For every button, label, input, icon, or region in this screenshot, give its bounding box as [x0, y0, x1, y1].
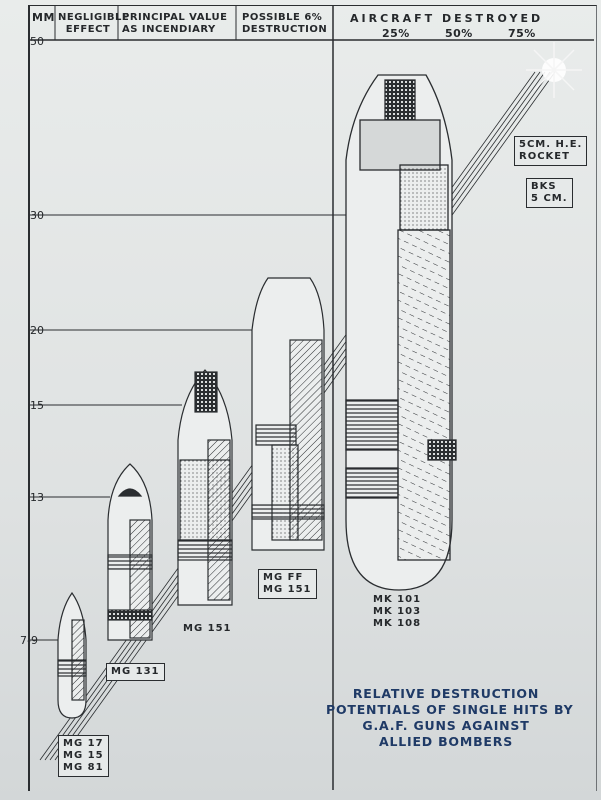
axis-label-13: 13 [30, 491, 44, 504]
header-possible-line-2: DESTRUCTION [242, 24, 328, 35]
axis-label-50: 50 [30, 35, 44, 48]
header-possible-line-1: POSSIBLE 6% [242, 12, 323, 23]
label-bks: BKS 5 CM. [526, 178, 573, 208]
label-rocket-line-2: ROCKET [519, 151, 570, 162]
label-bks-line-2: 5 CM. [531, 193, 568, 204]
label-rocket-line-1: 5CM. H.E. [519, 139, 583, 150]
shell-mg131 [107, 463, 153, 641]
label-mk-line-3: MK 108 [373, 618, 422, 629]
chart-frame [28, 5, 597, 791]
label-rocket: 5CM. H.E. ROCKET [514, 136, 588, 166]
label-mgff-line-2: MG 151 [263, 584, 312, 595]
diagram-title: RELATIVE DESTRUCTION POTENTIALS OF SINGL… [326, 686, 574, 750]
title-line-3: G.A.F. GUNS AGAINST [362, 718, 530, 733]
label-mgff-line-1: MG FF [263, 572, 304, 583]
label-mg17-line-2: MG 15 [63, 750, 104, 761]
label-mg17-line-1: MG 17 [63, 738, 104, 749]
label-mg17-line-3: MG 81 [63, 762, 104, 773]
label-mk: MK 101 MK 103 MK 108 [373, 594, 421, 630]
shell-mg17 [57, 591, 87, 719]
header-aircraft-destroyed: AIRCRAFT DESTROYED [350, 12, 544, 25]
label-bks-line-1: BKS [531, 181, 557, 192]
header-principal-line-1: PRINCIPAL VALUE [122, 12, 228, 23]
label-mk-line-1: MK 101 [373, 594, 422, 605]
header-possible-destruction: POSSIBLE 6% DESTRUCTION [242, 12, 327, 36]
title-line-4: ALLIED BOMBERS [378, 734, 513, 749]
header-principal-value: PRINCIPAL VALUE AS INCENDIARY [122, 12, 227, 36]
axis-label-7-9: 7-9 [20, 634, 38, 647]
header-pct-25: 25% [382, 27, 410, 40]
label-mg131: MG 131 [106, 663, 165, 681]
shell-mgff [251, 277, 325, 551]
label-mk-line-2: MK 103 [373, 606, 422, 617]
impact-starburst-icon [526, 42, 582, 98]
title-line-1: RELATIVE DESTRUCTION [352, 686, 540, 701]
title-line-2: POTENTIALS OF SINGLE HITS BY [326, 702, 574, 717]
header-negligible-line-1: NEGLIGIBLE [58, 12, 130, 23]
axis-label-20: 20 [30, 324, 44, 337]
shell-mg151 [177, 369, 233, 606]
header-mm: MM [32, 11, 55, 24]
label-mg131-line-1: MG 131 [111, 666, 160, 677]
header-negligible-line-2: EFFECT [65, 24, 111, 35]
label-mg151-line-1: MG 151 [183, 623, 232, 634]
axis-label-15: 15 [30, 399, 44, 412]
header-negligible-effect: NEGLIGIBLE EFFECT [58, 12, 130, 36]
header-pct-50: 50% [445, 27, 473, 40]
label-mgff: MG FF MG 151 [258, 569, 317, 599]
header-pct-75: 75% [508, 27, 536, 40]
header-principal-line-2: AS INCENDIARY [122, 24, 216, 35]
label-mg151: MG 151 [183, 623, 232, 635]
axis-label-30: 30 [30, 209, 44, 222]
shell-mk [345, 74, 457, 591]
label-mg17: MG 17 MG 15 MG 81 [58, 735, 109, 777]
